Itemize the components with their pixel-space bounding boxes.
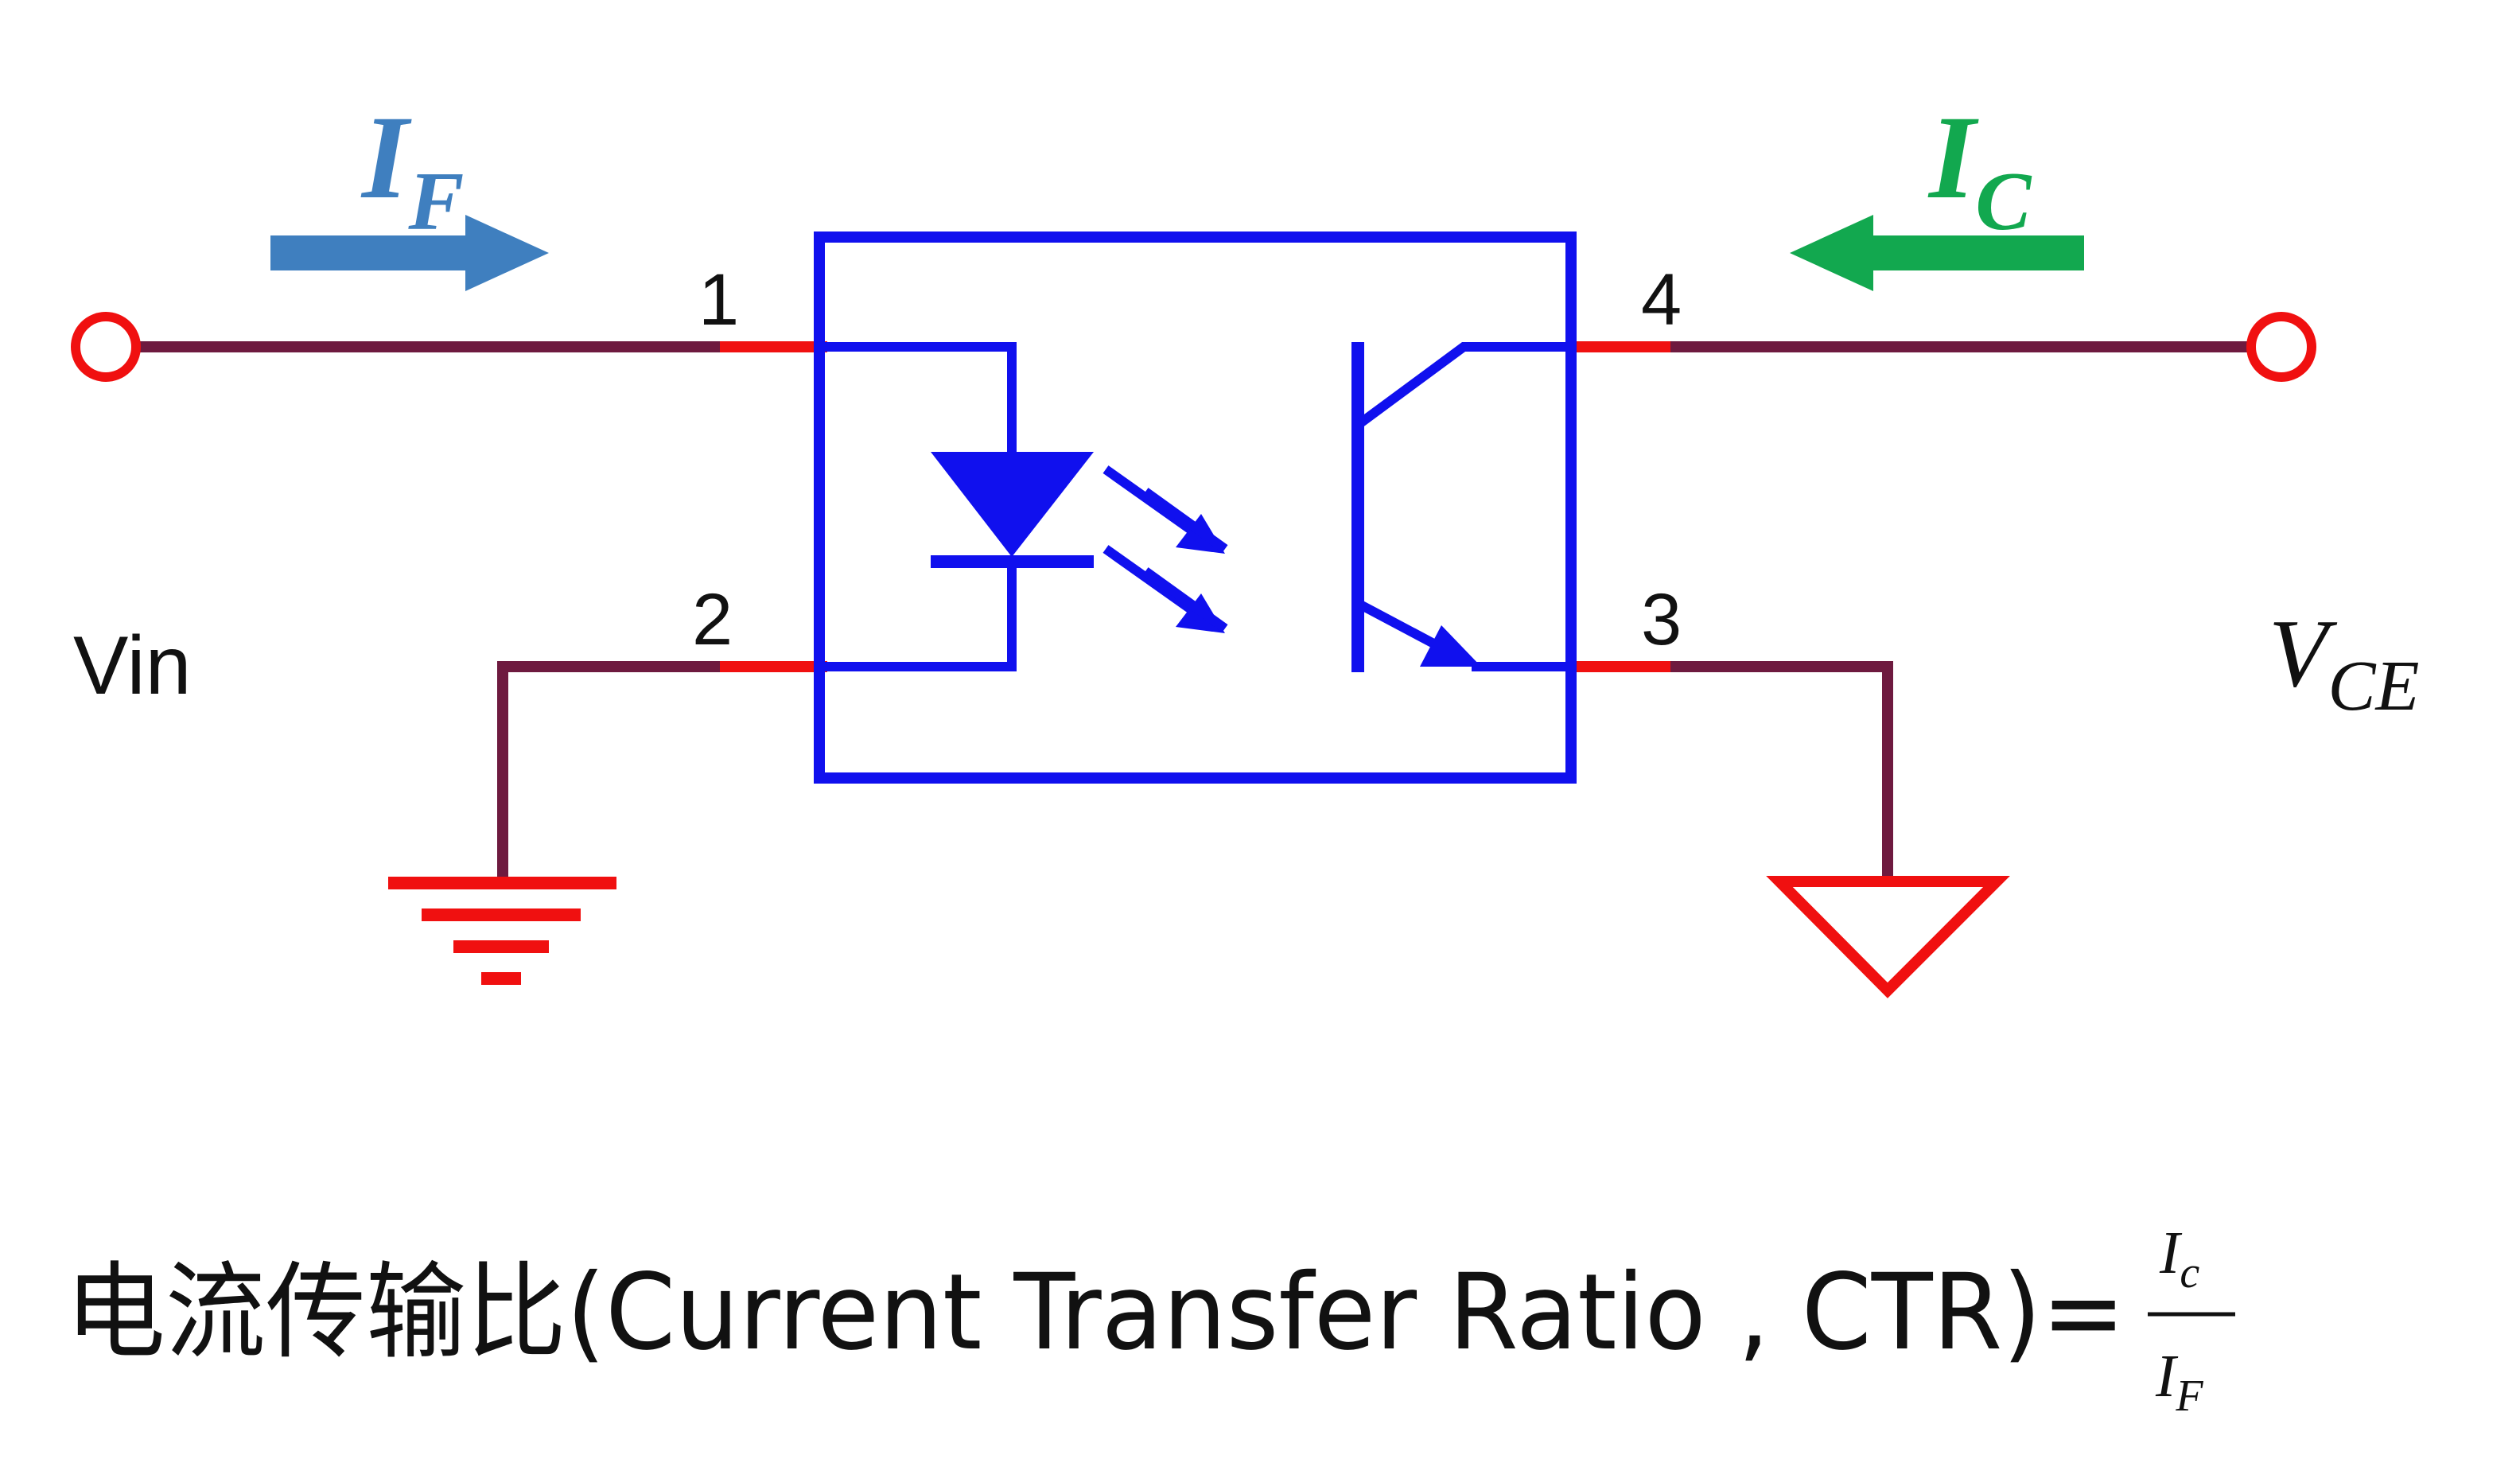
ctr-numerator: Ic	[2159, 1220, 2199, 1298]
light-emission-icon	[1102, 465, 1228, 633]
vce-label: VCE	[2269, 600, 2420, 726]
vin-terminal	[71, 312, 141, 382]
vce-subscript: CE	[2328, 647, 2420, 726]
ctr-denominator: IF	[2155, 1343, 2203, 1421]
collector-current-label: IC	[1927, 91, 2032, 247]
vin-label: Vin	[73, 620, 191, 712]
phototransistor-icon	[1351, 342, 1571, 672]
vce-terminal	[2246, 312, 2316, 382]
ctr-caption: 电流传输比(Current Transfer Ratio , CTR)=	[65, 1251, 2125, 1374]
input-wiring	[71, 312, 827, 883]
forward-current-label: IF	[360, 91, 464, 247]
pin-4-label: 4	[1641, 259, 1682, 340]
collector-current-indicator: IC	[1790, 91, 2084, 291]
collector-current-arrow	[1790, 215, 2084, 291]
collector-current-subscript: C	[1975, 154, 2032, 247]
output-wiring	[1571, 312, 2316, 881]
pin-3-label: 3	[1641, 579, 1682, 660]
ground-triangle-icon	[1766, 876, 2010, 998]
forward-current-arrow	[270, 215, 549, 291]
output-ground-wire	[1670, 661, 1893, 881]
ground-icon	[388, 877, 616, 985]
forward-current-indicator: IF	[270, 91, 549, 291]
pin-2-label: 2	[692, 579, 733, 660]
optocoupler-package	[814, 231, 1577, 784]
pin-1-label: 1	[698, 259, 739, 340]
forward-current-subscript: F	[407, 154, 464, 247]
led-icon	[819, 342, 1094, 671]
ctr-fraction: Ic IF	[2148, 1220, 2235, 1421]
input-ground-wire	[497, 661, 720, 883]
